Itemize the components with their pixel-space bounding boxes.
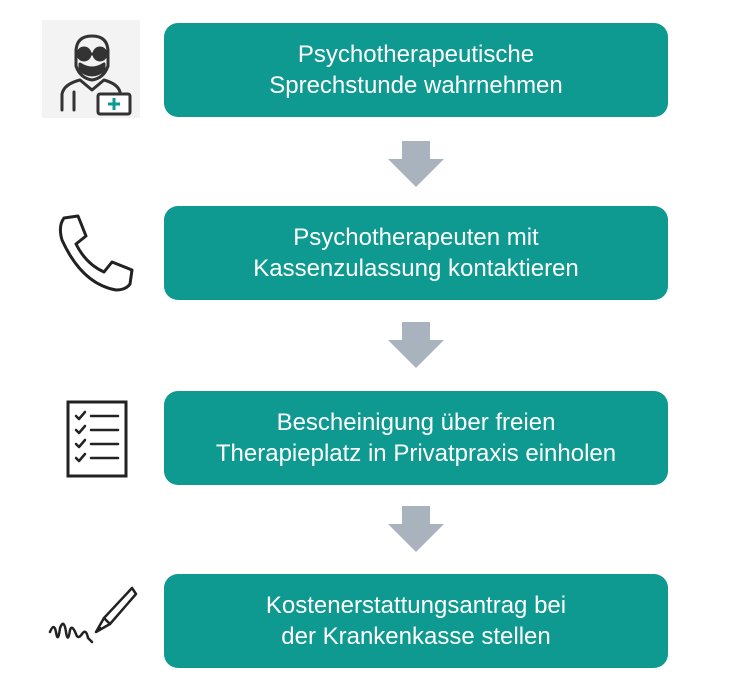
phone-icon: [52, 210, 138, 296]
down-arrow-3: [388, 506, 444, 552]
checklist-icon: [66, 400, 128, 478]
step-2-box: Psychotherapeuten mit Kassenzulassung ko…: [164, 206, 668, 300]
down-arrow-1: [388, 141, 444, 187]
step-4-box: Kostenerstattungsantrag bei der Krankenk…: [164, 574, 668, 668]
step-3-box: Bescheinigung über freien Therapieplatz …: [164, 391, 668, 485]
signature-pen-icon: [44, 584, 138, 656]
step-1-line-1: Psychotherapeutische: [297, 41, 535, 68]
step-4-line-2: der Krankenkasse stellen: [281, 623, 551, 650]
step-1-line-2: Sprechstunde wahrnehmen: [269, 72, 563, 99]
step-2-line-2: Kassenzulassung kontaktieren: [253, 255, 579, 282]
step-1-box: Psychotherapeutische Sprechstunde wahrne…: [164, 23, 668, 117]
down-arrow-2: [388, 322, 444, 368]
step-4-line-1: Kostenerstattungsantrag bei: [265, 592, 567, 619]
step-3-line-2: Therapieplatz in Privatpraxis einholen: [215, 440, 617, 467]
step-3-line-1: Bescheinigung über freien: [276, 409, 556, 436]
doctor-icon: [42, 20, 140, 118]
step-2-line-1: Psychotherapeuten mit: [293, 224, 539, 251]
